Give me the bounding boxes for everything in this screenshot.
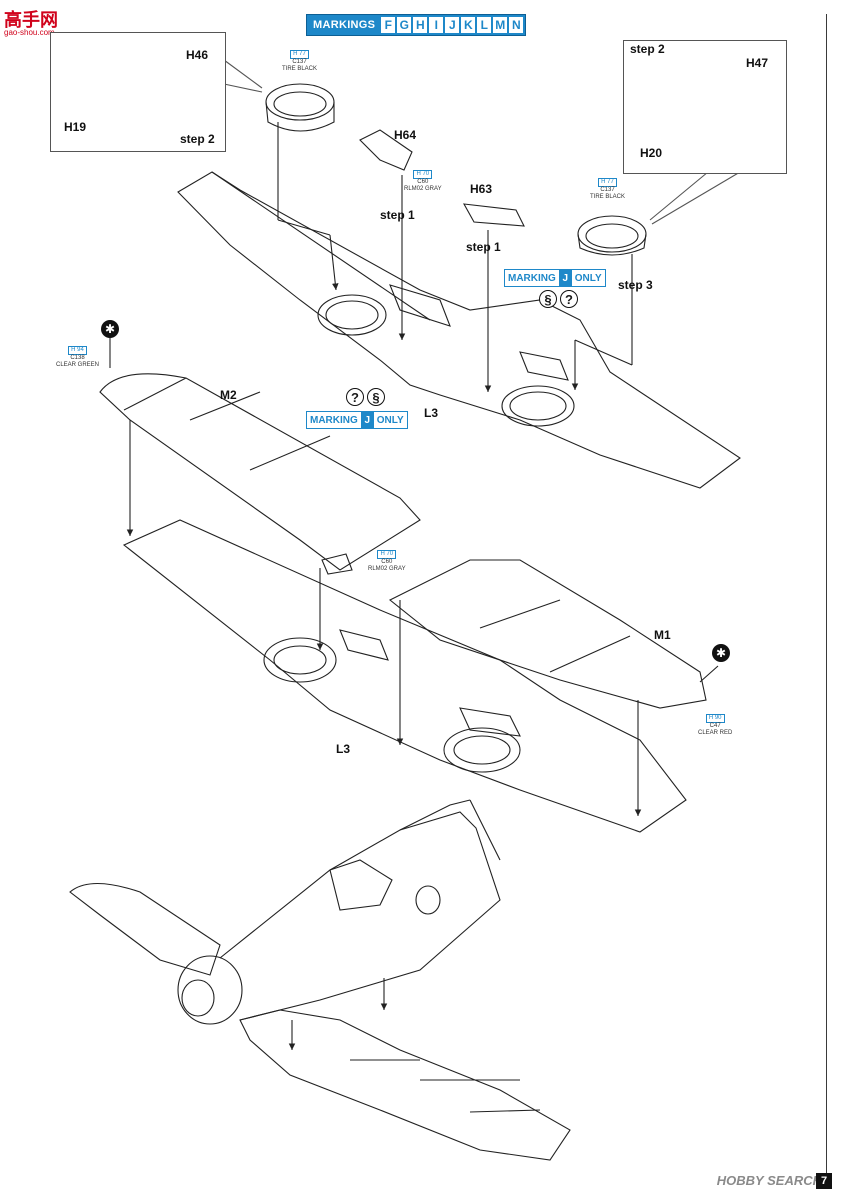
detail-box-right	[623, 40, 787, 174]
paint-callout-clear-red: H 90 C47 CLEAR RED	[698, 714, 733, 736]
paint-callout-clear-green: H 94 C138 CLEAR GREEN	[56, 346, 100, 368]
star-icon-right: ✱	[712, 644, 730, 662]
paint-callout-rlm02-gray-1: H 70 C60 RLM02 GRAY	[404, 170, 442, 192]
marking-letter-n: N	[509, 17, 524, 33]
step-label-h64: step 1	[380, 208, 415, 222]
part-label-m1: M1	[654, 628, 671, 642]
part-label-h47: H47	[746, 56, 769, 70]
markings-header: MARKINGS F G H I J K L M N	[306, 14, 527, 36]
page-frame-right	[826, 14, 827, 1184]
marking-letter-j: J	[445, 17, 460, 33]
paint-callout-tire-black-2: H 77 C137 TIRE BLACK	[590, 178, 626, 200]
marking-letter-l: L	[477, 17, 492, 33]
question-icon-top: ?	[560, 290, 578, 308]
marking-letter-f: F	[381, 17, 396, 33]
marking-letter-i: I	[429, 17, 444, 33]
marking-letter-g: G	[397, 17, 412, 33]
page-number: 7	[816, 1173, 832, 1189]
marking-letter-h: H	[413, 17, 428, 33]
part-label-m2: M2	[220, 388, 237, 402]
paint-option-icon-top: §	[539, 290, 557, 308]
marking-j-only-badge-top: MARKING J ONLY	[504, 269, 606, 287]
part-label-l3-bottom: L3	[336, 742, 351, 756]
part-label-h19: H19	[64, 120, 87, 134]
footer-brand: HOBBY SEARCH	[716, 1173, 822, 1188]
step-label-box-left: step 2	[180, 132, 215, 146]
part-label-h63: H63	[470, 182, 493, 196]
part-label-h46: H46	[186, 48, 209, 62]
star-icon-left: ✱	[101, 320, 119, 338]
marking-j-only-badge-bottom: MARKING J ONLY	[306, 411, 408, 429]
paint-option-icon-bottom: §	[367, 388, 385, 406]
paint-callout-tire-black-1: H 77 C137 TIRE BLACK	[282, 50, 318, 72]
marking-letter-m: M	[493, 17, 508, 33]
paint-callout-rlm02-gray-2: H 70 C60 RLM02 GRAY	[368, 550, 406, 572]
part-label-h64: H64	[394, 128, 417, 142]
step-label-ring-right: step 3	[618, 278, 653, 292]
step-label-box-right: step 2	[630, 42, 665, 56]
markings-title: MARKINGS	[313, 19, 376, 31]
part-label-h20: H20	[640, 146, 663, 160]
part-label-l3-top: L3	[424, 406, 439, 420]
watermark-logo: 高手网	[4, 10, 58, 30]
watermark-url: gao-shou.com	[4, 28, 55, 37]
step-label-h63: step 1	[466, 240, 501, 254]
marking-letter-k: K	[461, 17, 476, 33]
question-icon-bottom: ?	[346, 388, 364, 406]
detail-box-left	[50, 32, 226, 152]
